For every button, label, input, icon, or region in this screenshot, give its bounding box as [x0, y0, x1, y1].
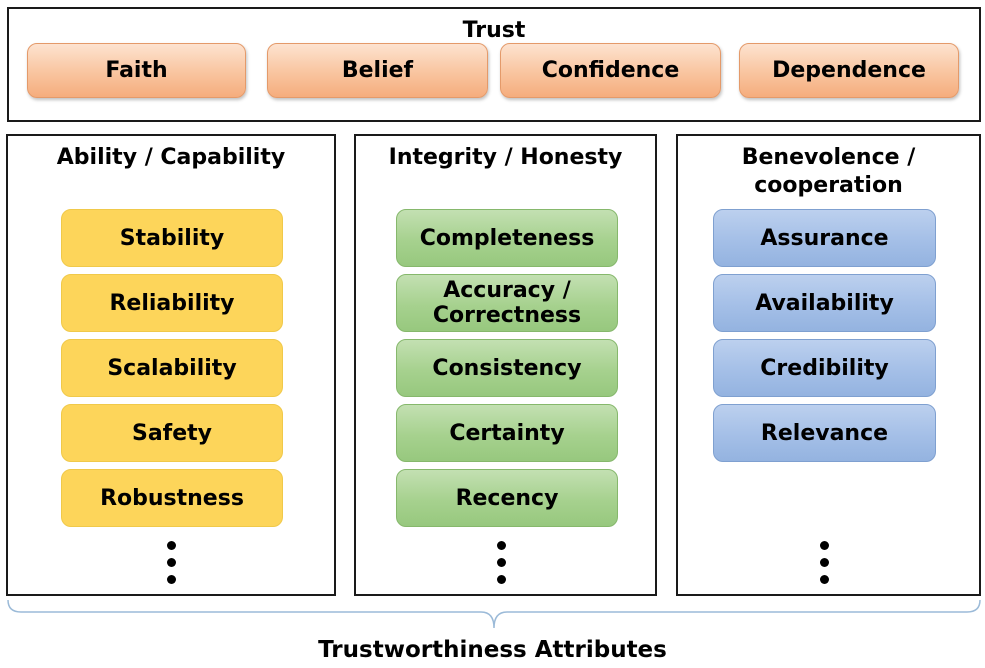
trust-title: Trust	[462, 18, 526, 43]
integrity-item-completeness: Completeness	[396, 209, 618, 267]
trust-item-faith: Faith	[27, 43, 246, 98]
benevolence-item-credibility: Credibility	[713, 339, 936, 397]
ability-item-reliability: Reliability	[61, 274, 283, 332]
integrity-item-certainty: Certainty	[396, 404, 618, 462]
ability-more-ellipsis	[167, 541, 177, 585]
attributes-brace	[7, 599, 981, 629]
ability-column-title: Ability / Capability	[56, 145, 286, 170]
integrity-item-accuracy-correctness: Accuracy / Correctness	[396, 274, 618, 332]
benevolence-item-assurance: Assurance	[713, 209, 936, 267]
benevolence-item-relevance: Relevance	[713, 404, 936, 462]
integrity-more-ellipsis	[497, 541, 507, 585]
integrity-item-consistency: Consistency	[396, 339, 618, 397]
benevolence-more-ellipsis	[820, 541, 830, 585]
trust-item-dependence: Dependence	[739, 43, 959, 98]
integrity-item-recency: Recency	[396, 469, 618, 527]
trustworthiness-attributes-label: Trustworthiness Attributes	[318, 637, 667, 663]
trust-item-confidence: Confidence	[500, 43, 721, 98]
benevolence-item-availability: Availability	[713, 274, 936, 332]
integrity-column-title: Integrity / Honesty	[388, 145, 623, 170]
benevolence-column-title: Benevolence / cooperation	[741, 145, 916, 198]
trust-item-belief: Belief	[267, 43, 488, 98]
ability-item-safety: Safety	[61, 404, 283, 462]
ability-item-scalability: Scalability	[61, 339, 283, 397]
ability-item-stability: Stability	[61, 209, 283, 267]
ability-item-robustness: Robustness	[61, 469, 283, 527]
